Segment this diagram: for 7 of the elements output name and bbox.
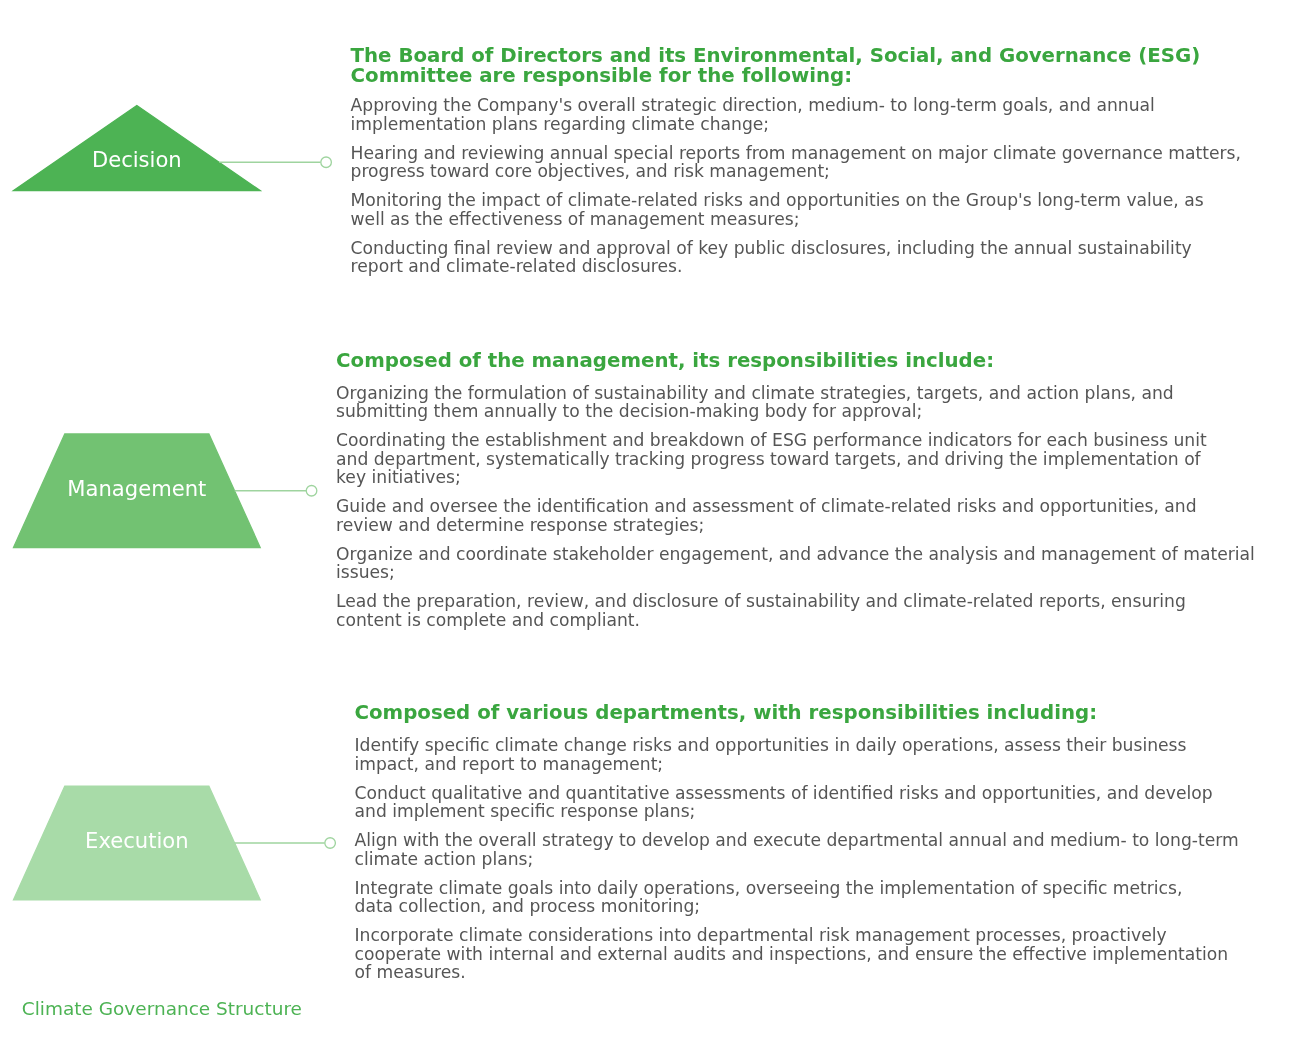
connector <box>234 484 318 497</box>
node-text: Composed of various departments, with responsibilities including: Identify specific climate change risks and opportunities in daily operations, assess their business impact, and report to management; Conduct qualitative and quantitative assessments of identified risks and opportunities, and develop and implement specific response plans; Align with the overall strategy to develop and execute departmental annual and medium- to long-term climate action plans; Integrate climate goals into daily operations, overseeing the implementation of specific metrics, data collection, and process monitoring; Incorporate climate considerations into departmental risk management processes, proactively cooperate with internal and external audits and inspections, and ensure the effective implementation of measures. <box>354 700 1239 982</box>
caption: Climate Governance Structure <box>21 997 302 1019</box>
node-text: The Board of Directors and its Environmental, Social, and Governance (ESG) Committee are responsible for the following: Approving the Company's overall strategic direction, medium- to long-term goals, and annual implementation plans regarding climate change; Hearing and reviewing annual special reports from management on major climate governance matters, progress toward core objectives, and risk management; Monitoring the impact of climate-related risks and opportunities on the Group's long-term value, as well as the effectiveness of management measures; Conducting final review and approval of key public disclosures, including the annual sustainability report and climate-related disclosures. <box>350 43 1241 276</box>
connector <box>218 155 333 168</box>
connector <box>234 836 337 849</box>
node-text: Composed of the management, its responsibilities include: Organizing the formulation of sustainability and climate strategies, targets, and action plans, and submitting them annually to the decision-making body for approval; Coordinating the establishment and breakdown of ESG performance indicators for each business unit and department, systematically tracking progress toward targets, and driving the implementation of key initiatives; Guide and oversee the identification and assessment of climate-related risks and opportunities, and review and determine response strategies; Organize and coordinate stakeholder engagement, and advance the analysis and management of material issues; Lead the preparation, review, and disclosure of sustainability and climate-related reports, ensuring content is complete and compliant. <box>336 348 1255 630</box>
